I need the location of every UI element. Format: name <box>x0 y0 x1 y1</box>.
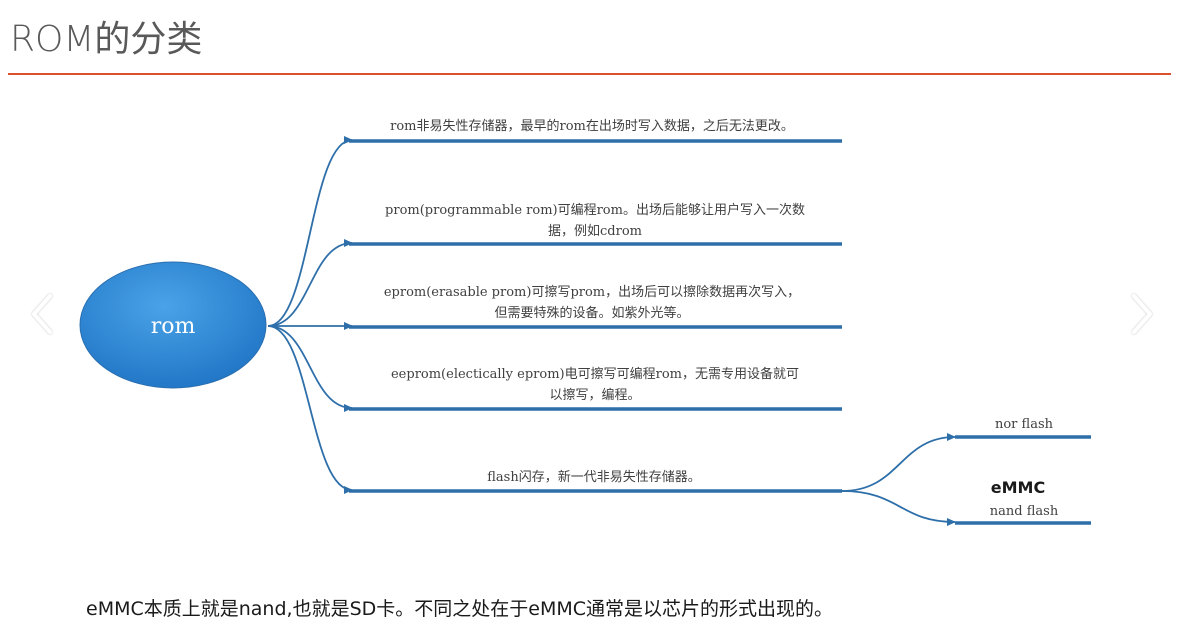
title-divider <box>8 73 1171 75</box>
page-title: ROM的分类 <box>10 19 203 60</box>
emmc-label: eMMC <box>991 478 1045 497</box>
next-slide-button[interactable] <box>1126 292 1156 336</box>
connector-2 <box>267 239 353 327</box>
branch-3-line-2: 但需要特殊的设备。如紫外光等。 <box>494 305 689 321</box>
sub-connector-nand <box>841 490 956 526</box>
connector-1 <box>267 136 353 327</box>
branch-3-line-1: eprom(erasable prom)可擦写prom，出场后可以擦除数据再次写… <box>384 284 800 300</box>
branch-4-line-1: eeprom(electically eprom)电可擦写可编程rom，无需专用… <box>391 366 799 382</box>
connector-5 <box>267 325 353 494</box>
branch-4-line-2: 以擦写，编程。 <box>549 388 640 403</box>
root-node <box>79 261 267 389</box>
prev-slide-button[interactable] <box>28 292 58 336</box>
caption-text: eMMC本质上就是nand,也就是SD卡。不同之处在于eMMC通常是以芯片的形式… <box>86 598 834 620</box>
rom-mindmap: rom rom非易失性存储器，最早的rom在出场时写入数据，之后无法更改。 pr… <box>79 118 1091 526</box>
branch-5-line-1: flash闪存，新一代非易失性存储器。 <box>487 469 700 485</box>
branch-2-line-2: 据，例如cdrom <box>548 223 642 239</box>
connector-4 <box>267 325 353 412</box>
sub-branch-nor-label: nor flash <box>995 417 1054 432</box>
sub-branch-nand-label: nand flash <box>990 504 1059 519</box>
chevron-left-icon <box>32 294 52 334</box>
branch-1-line-1: rom非易失性存储器，最早的rom在出场时写入数据，之后无法更改。 <box>390 118 794 134</box>
chevron-right-icon <box>1132 294 1152 334</box>
sub-connector-nor <box>841 433 956 492</box>
branch-2-line-1: prom(programmable rom)可编程rom。出场后能够让用户写入一… <box>385 202 805 218</box>
root-label: rom <box>151 314 196 339</box>
